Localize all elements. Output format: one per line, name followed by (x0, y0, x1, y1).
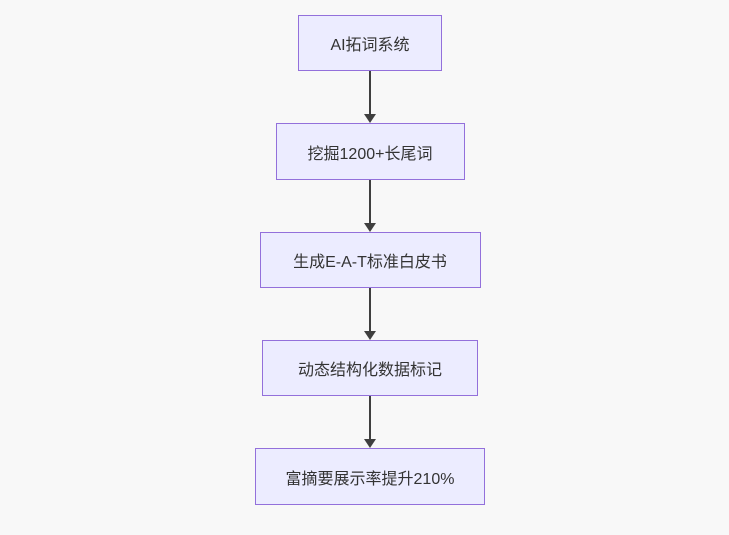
flow-arrow-4 (364, 396, 376, 448)
arrow-head-down-icon (364, 114, 376, 123)
flow-arrow-2 (364, 180, 376, 232)
flow-node-label: 富摘要展示率提升210% (285, 470, 455, 488)
arrow-line (369, 396, 371, 440)
arrow-line (369, 180, 371, 224)
flow-arrow-3 (364, 288, 376, 340)
flowchart: AI拓词系统 挖掘1200+长尾词 生成E-A-T标准白皮书 动态结构化数据标记… (0, 15, 729, 505)
flow-arrow-1 (364, 71, 376, 123)
flow-node-ai-expansion-system: AI拓词系统 (298, 15, 442, 71)
flow-node-label: 动态结构化数据标记 (297, 362, 442, 379)
flow-node-label: 挖掘1200+长尾词 (307, 145, 433, 163)
flow-node-structured-data-markup: 动态结构化数据标记 (262, 340, 478, 396)
flow-node-eat-whitepaper: 生成E-A-T标准白皮书 (259, 232, 481, 288)
arrow-line (369, 71, 371, 115)
flow-node-label: 生成E-A-T标准白皮书 (293, 254, 447, 271)
flow-node-label: AI拓词系统 (330, 37, 410, 54)
arrow-head-down-icon (364, 331, 376, 340)
arrow-head-down-icon (364, 439, 376, 448)
flow-node-rich-snippet-rate: 富摘要展示率提升210% (255, 448, 485, 505)
arrow-head-down-icon (364, 223, 376, 232)
flow-node-longtail-keywords: 挖掘1200+长尾词 (275, 123, 465, 180)
arrow-line (369, 288, 371, 332)
